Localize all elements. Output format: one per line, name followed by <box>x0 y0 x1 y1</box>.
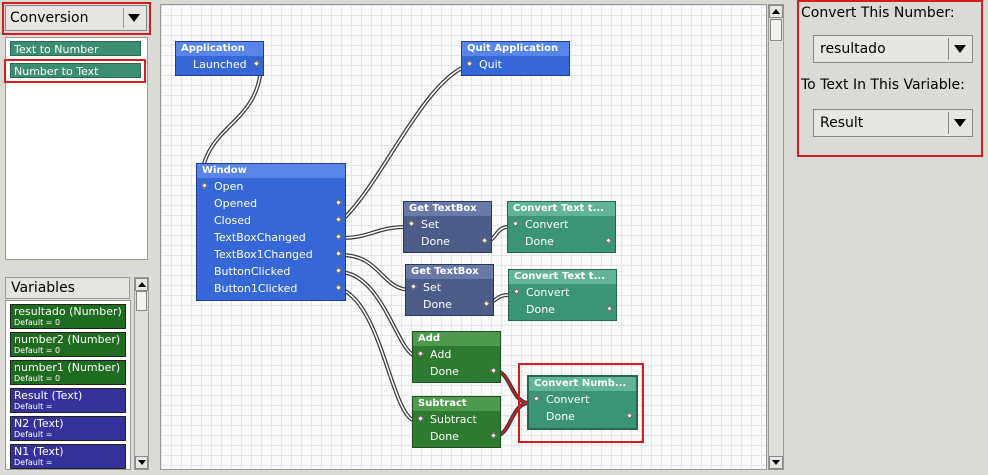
variables-header[interactable]: Variables <box>5 277 130 299</box>
node-title: Application <box>176 42 263 56</box>
output-port-icon[interactable] <box>482 299 491 308</box>
variable-item[interactable]: Result (Text)Default = <box>10 388 126 413</box>
convert-number-label: Convert This Number: <box>801 5 955 21</box>
category-dropdown-value: Conversion <box>10 10 89 26</box>
node-title: Convert Numb... <box>529 377 636 391</box>
node-get-textbox-2[interactable]: Get TextBox Set Done <box>405 264 494 316</box>
node-title: Convert Text t... <box>509 270 616 284</box>
node-add[interactable]: Add Add Done <box>412 331 501 383</box>
variable-item[interactable]: number2 (Number)Default = 0 <box>10 332 126 357</box>
flow-canvas[interactable]: Application Launched Quit Application Qu… <box>160 4 767 470</box>
text-variable-label: To Text In This Variable: <box>801 77 965 93</box>
variables-list: resultado (Number)Default = 0 number2 (N… <box>5 300 131 470</box>
variables-scrollbar[interactable] <box>134 277 149 470</box>
variable-item[interactable]: N1 (Text)Default = <box>10 444 126 469</box>
variable-item[interactable]: resultado (Number)Default = 0 <box>10 304 126 329</box>
node-title: Subtract <box>413 397 500 411</box>
scroll-up-icon[interactable] <box>769 5 783 18</box>
connection-wires <box>199 64 531 438</box>
output-port-icon[interactable] <box>480 236 489 245</box>
node-subtract[interactable]: Subtract Subtract Done <box>412 396 501 448</box>
node-title: Get TextBox <box>406 265 493 279</box>
input-port-icon[interactable] <box>416 414 425 423</box>
category-dropdown[interactable]: Conversion <box>5 5 147 31</box>
input-port-icon[interactable] <box>409 282 418 291</box>
chevron-down-icon[interactable] <box>948 38 971 60</box>
chevron-down-icon[interactable] <box>123 8 144 28</box>
output-port-icon[interactable] <box>604 236 613 245</box>
output-port-icon[interactable] <box>334 215 343 224</box>
input-port-icon[interactable] <box>416 349 425 358</box>
node-convert-text-1[interactable]: Convert Text t... Convert Done <box>507 201 616 253</box>
node-application[interactable]: Application Launched <box>175 41 264 76</box>
input-port-icon[interactable] <box>532 394 541 403</box>
scrollbar-thumb[interactable] <box>770 19 782 41</box>
node-title: Add <box>413 332 500 346</box>
output-port-icon[interactable] <box>252 59 261 68</box>
input-port-icon[interactable] <box>512 287 521 296</box>
node-convert-number[interactable]: Convert Numb... Convert Done <box>527 375 638 430</box>
text-variable-dropdown[interactable]: Result <box>813 109 973 137</box>
node-quit-application[interactable]: Quit Application Quit <box>461 41 570 76</box>
input-port-icon[interactable] <box>511 219 520 228</box>
output-port-icon[interactable] <box>489 431 498 440</box>
node-title: Quit Application <box>462 42 569 56</box>
variable-item[interactable]: N2 (Text)Default = <box>10 416 126 441</box>
chevron-down-icon[interactable] <box>948 112 971 134</box>
scroll-up-icon[interactable] <box>135 278 148 291</box>
function-item-text-to-number[interactable]: Text to Number <box>10 41 141 56</box>
node-title: Window <box>197 164 345 178</box>
input-port-icon[interactable] <box>407 219 416 228</box>
output-port-icon[interactable] <box>334 283 343 292</box>
text-variable-value: Result <box>820 115 864 131</box>
output-port-icon[interactable] <box>334 232 343 241</box>
output-port-icon[interactable] <box>334 266 343 275</box>
function-item-number-to-text[interactable]: Number to Text <box>10 63 141 78</box>
input-port-icon[interactable] <box>465 59 474 68</box>
variable-item[interactable]: number1 (Number)Default = 0 <box>10 360 126 385</box>
canvas-scrollbar[interactable] <box>768 4 784 470</box>
node-title: Convert Text t... <box>508 202 615 216</box>
input-port-icon[interactable] <box>200 181 209 190</box>
node-title: Get TextBox <box>404 202 491 216</box>
node-get-textbox-1[interactable]: Get TextBox Set Done <box>403 201 492 253</box>
output-port-icon[interactable] <box>334 249 343 258</box>
scroll-down-icon[interactable] <box>135 456 148 469</box>
number-variable-dropdown[interactable]: resultado <box>813 35 973 63</box>
node-window[interactable]: Window Open Opened Closed TextBoxChanged… <box>196 163 346 301</box>
node-convert-text-2[interactable]: Convert Text t... Convert Done <box>508 269 617 321</box>
scroll-down-icon[interactable] <box>769 456 783 469</box>
number-variable-value: resultado <box>820 41 886 57</box>
output-port-icon[interactable] <box>605 304 614 313</box>
output-port-icon[interactable] <box>334 198 343 207</box>
output-port-icon[interactable] <box>625 411 634 420</box>
output-port-icon[interactable] <box>489 366 498 375</box>
scrollbar-thumb[interactable] <box>136 291 147 311</box>
